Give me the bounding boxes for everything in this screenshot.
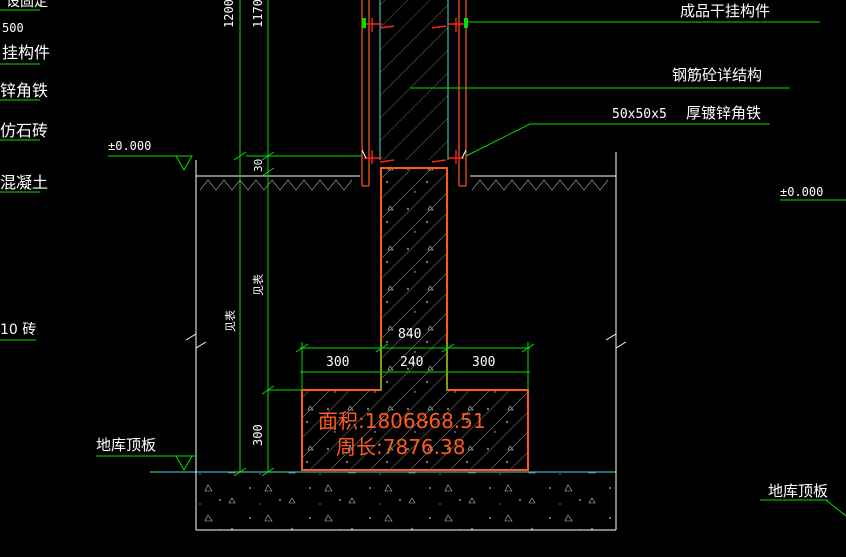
label-elevation-left: ±0.000 <box>108 139 151 153</box>
dim-240: 240 <box>400 355 423 370</box>
left-edge-labels: 设固定 500 挂构件 锌角铁 仿石砖 混凝土 10 砖 <box>0 0 50 338</box>
left-label-5: 混凝土 <box>0 173 48 192</box>
foundation-section <box>301 167 529 471</box>
hatch-perimeter-text: 周长:7876.38 <box>336 435 465 459</box>
left-label-1: 500 <box>2 21 24 35</box>
boundary-lines <box>185 152 627 472</box>
left-label-2: 挂构件 <box>2 43 50 62</box>
left-label-0: 设固定 <box>6 0 48 10</box>
left-label-3: 锌角铁 <box>0 81 48 100</box>
dim-1170: 1170 <box>251 0 265 28</box>
dim-var-outer: 见表 <box>223 310 237 332</box>
label-garage-roof-left: 地库顶板 <box>96 436 156 454</box>
dim-300-left: 300 <box>326 355 349 370</box>
leader-lines <box>0 9 846 517</box>
vertical-dimensions <box>233 0 362 477</box>
cladding-anchors <box>361 18 468 164</box>
left-label-6: 10 砖 <box>0 322 36 338</box>
garage-roof-slab <box>150 471 617 531</box>
ground-line <box>196 175 616 191</box>
dim-30: 30 <box>252 159 265 172</box>
horizontal-dimensions <box>295 342 535 390</box>
label-elevation-right: ±0.000 <box>780 185 823 199</box>
left-label-4: 仿石砖 <box>0 121 48 140</box>
dim-var-inner: 见表 <box>251 274 265 296</box>
hatch-area-text: 面积:1806868.51 <box>318 409 486 433</box>
dim-1200: 1200 <box>222 0 236 28</box>
label-angle-size: 50x50x5 <box>612 107 667 122</box>
label-angle-steel: 厚镀锌角铁 <box>686 104 761 122</box>
label-garage-roof-right: 地库顶板 <box>768 482 828 500</box>
dim-300-right: 300 <box>472 355 495 370</box>
label-component: 成品干挂构件 <box>680 2 770 20</box>
dim-840: 840 <box>398 327 421 342</box>
dim-300-vertical: 300 <box>251 424 265 446</box>
label-rebar-concrete: 钢筋砼详结构 <box>672 66 762 84</box>
